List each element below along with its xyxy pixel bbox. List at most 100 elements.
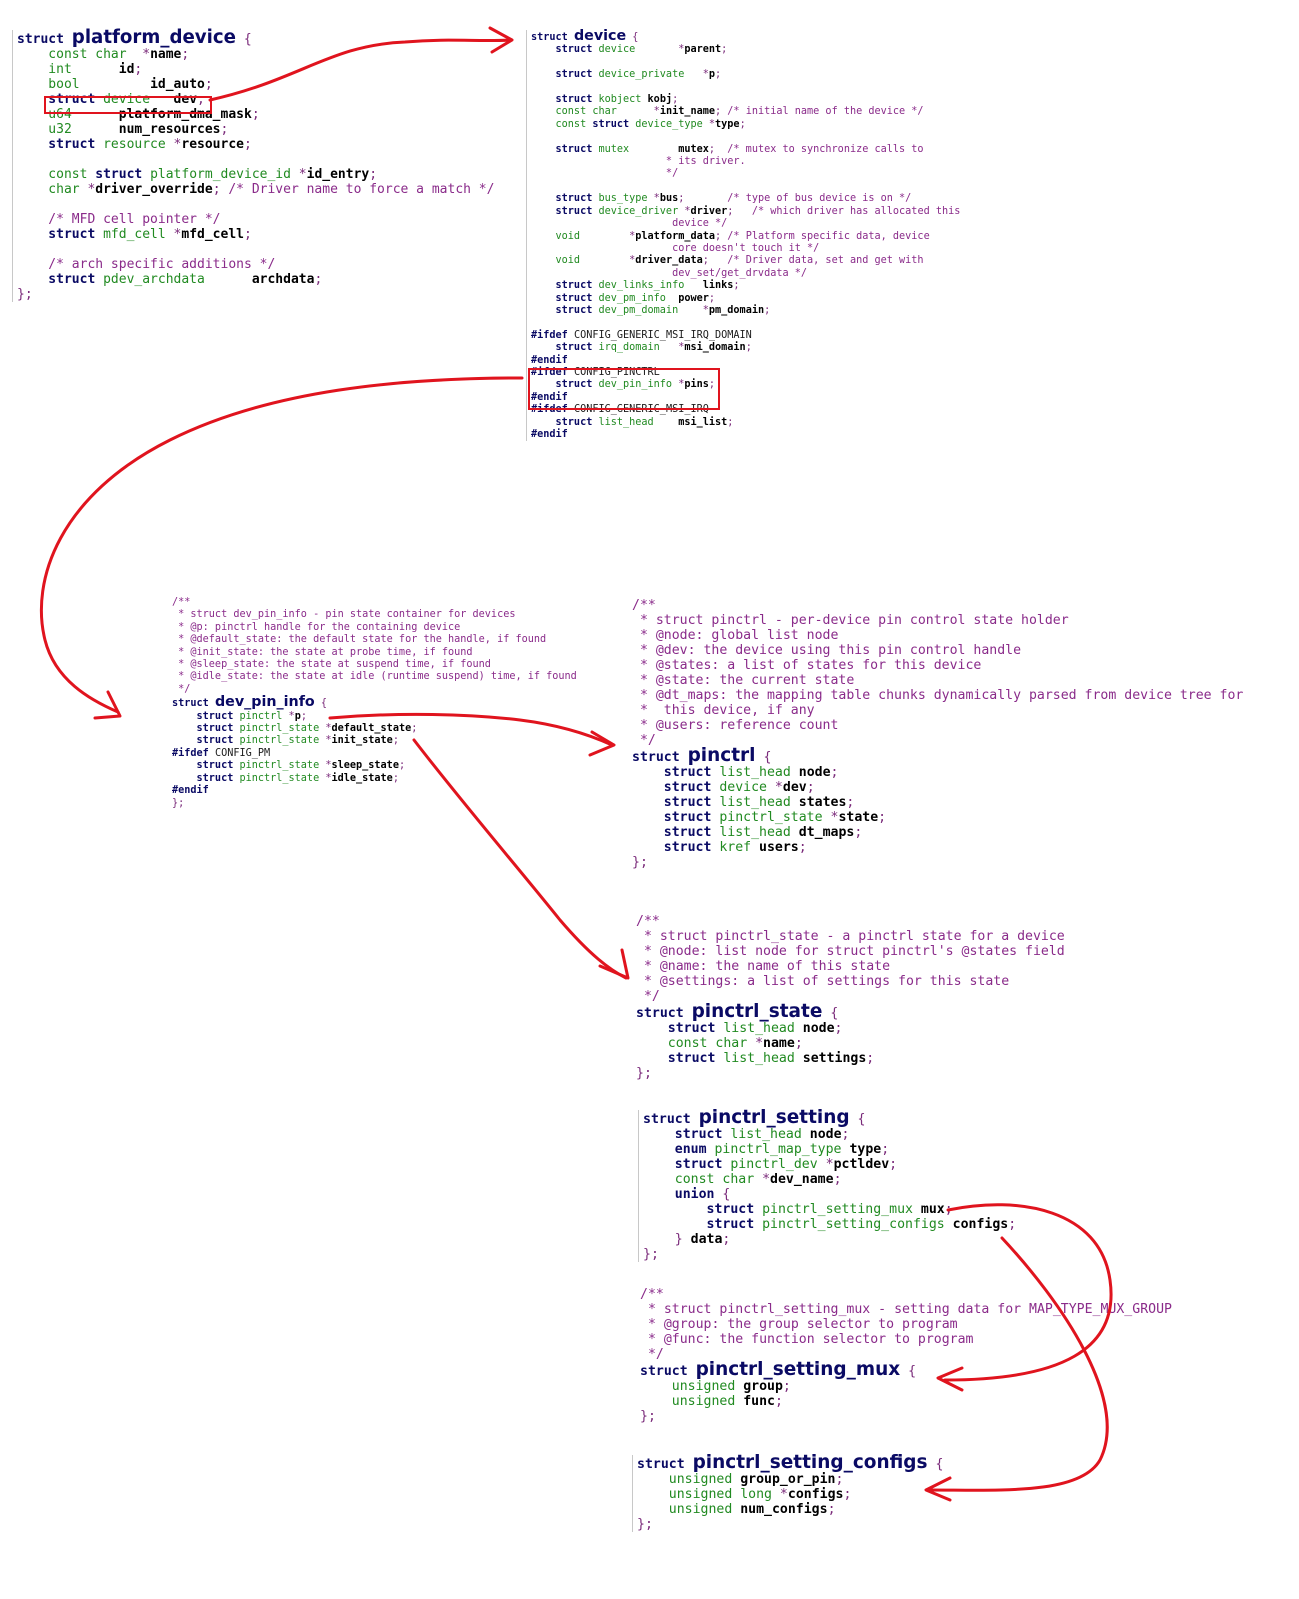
code-token: }; — [172, 797, 185, 809]
code-token: }; — [640, 1409, 656, 1424]
code-token: /** — [172, 597, 191, 608]
code-line: unsigned group_or_pin; — [637, 1472, 943, 1487]
code-token: struct — [632, 780, 720, 795]
code-token: ; — [843, 1487, 852, 1502]
code-token: ; — [733, 280, 740, 292]
code-token: group — [743, 1379, 783, 1394]
code-token: struct — [17, 272, 104, 287]
code-token: ; — [314, 272, 323, 287]
code-token: id_auto — [150, 77, 205, 92]
code-token: /* Platform specific data, device — [727, 230, 930, 242]
code-token: char — [17, 182, 88, 197]
code-token: #ifdef — [531, 366, 574, 378]
code-line: struct list_head states; — [632, 795, 1243, 810]
code-token: * struct pinctrl_state - a pinctrl state… — [636, 929, 1065, 944]
code-token: /** — [632, 598, 656, 613]
code-token: dev_pin_info — [214, 694, 315, 711]
code-token: ; — [678, 193, 728, 205]
code-token: struct — [632, 765, 720, 780]
code-token: ; — [1008, 1217, 1017, 1232]
code-line: struct list_head node; — [632, 765, 1243, 780]
code-line: /* MFD cell pointer */ — [17, 212, 494, 227]
code-line: }; — [632, 855, 1243, 870]
code-token: ; — [212, 182, 229, 197]
code-token: * — [678, 379, 685, 391]
code-line: struct list_head dt_maps; — [632, 825, 1243, 840]
code-token: /* arch specific additions */ — [17, 257, 276, 272]
code-token: unsigned — [640, 1394, 744, 1409]
code-token: ; — [944, 1202, 953, 1217]
code-token: pinctrl_dev — [730, 1157, 826, 1172]
code-token: struct — [632, 840, 720, 855]
code-token: mutex — [678, 143, 709, 155]
code-token: /* MFD cell pointer */ — [17, 212, 221, 227]
code-token: msi_list — [678, 416, 728, 428]
code-line: * @dt_maps: the mapping table chunks dyn… — [632, 688, 1243, 703]
code-token: list_head — [719, 765, 799, 780]
code-token: * @users: reference count — [632, 718, 839, 733]
code-line: const char *dev_name; — [643, 1172, 1016, 1187]
code-token: pinctrl_state — [691, 1001, 823, 1022]
code-line: struct pinctrl_state *sleep_state; — [172, 760, 577, 772]
code-token: /* initial name of the device */ — [727, 106, 924, 118]
code-token: id — [118, 62, 135, 77]
code-token: struct — [636, 1006, 692, 1021]
code-line: struct resource *resource; — [17, 137, 494, 152]
code-token: ; — [798, 840, 807, 855]
code-token: dev_pin_info — [598, 379, 679, 391]
code-token: const char — [17, 47, 143, 62]
code-token: list_head — [730, 1127, 810, 1142]
code-token: * — [762, 1172, 771, 1187]
code-token: pinctrl — [687, 745, 756, 766]
code-token: driver_override — [95, 182, 213, 197]
code-token: struct — [643, 1217, 763, 1232]
code-token: * — [653, 106, 660, 118]
code-token: * — [325, 760, 332, 772]
code-token: u64 — [17, 107, 119, 122]
code-token: dev_set/get_drvdata */ — [531, 267, 808, 279]
code-token: resource — [181, 137, 244, 152]
code-token: struct — [17, 227, 104, 242]
code-token: struct — [172, 698, 215, 710]
code-token: * this device, if any — [632, 703, 815, 718]
code-block-device: struct device { struct device *parent; s… — [526, 29, 960, 442]
code-line: char *driver_override; /* Driver name to… — [17, 182, 494, 197]
code-token: driver_data — [635, 255, 703, 267]
code-line: * @state: the current state — [632, 673, 1243, 688]
code-token: * — [629, 255, 636, 267]
code-token: resource — [103, 137, 174, 152]
code-line: #ifdef CONFIG_GENERIC_MSI_IRQ — [531, 404, 960, 416]
code-token: #ifdef — [531, 329, 574, 341]
code-line: struct platform_device { — [17, 28, 494, 47]
code-token: pm_domain — [708, 304, 765, 316]
code-block-pinctrl-setting-configs: struct pinctrl_setting_configs { unsigne… — [632, 1452, 943, 1532]
code-token: * — [678, 342, 685, 354]
code-token: list_head — [723, 1051, 803, 1066]
code-line: #ifdef CONFIG_GENERIC_MSI_IRQ_DOMAIN — [531, 330, 960, 342]
code-line: * @name: the name of this state — [636, 959, 1065, 974]
code-token: ; — [866, 1051, 875, 1066]
code-token: dt_maps — [798, 825, 855, 840]
code-token: const — [17, 167, 96, 182]
code-token: * — [678, 44, 685, 56]
code-line: device */ — [531, 218, 960, 230]
code-line: /** — [640, 1287, 1172, 1302]
code-token: mux — [920, 1202, 945, 1217]
code-line: dev_set/get_drvdata */ — [531, 268, 960, 280]
code-token: bus_type — [598, 193, 654, 205]
code-line: struct list_head node; — [643, 1127, 1016, 1142]
code-token: id_entry — [306, 167, 370, 182]
code-token: device_driver — [598, 205, 685, 217]
code-token: pinctrl — [239, 710, 289, 722]
code-token: links — [702, 280, 734, 292]
code-line: u64 platform_dma_mask; — [17, 107, 494, 122]
code-token: CONFIG_PINCTRL — [573, 366, 660, 378]
code-token: struct — [172, 760, 240, 772]
code-token: mfd_cell — [103, 227, 174, 242]
code-line: #endif — [172, 785, 577, 797]
code-token: */ — [632, 733, 656, 748]
code-token: pinctrl_setting_configs — [692, 1452, 928, 1473]
code-token: type — [849, 1142, 882, 1157]
code-token: mfd_cell — [181, 227, 244, 242]
code-token: * — [779, 1487, 788, 1502]
